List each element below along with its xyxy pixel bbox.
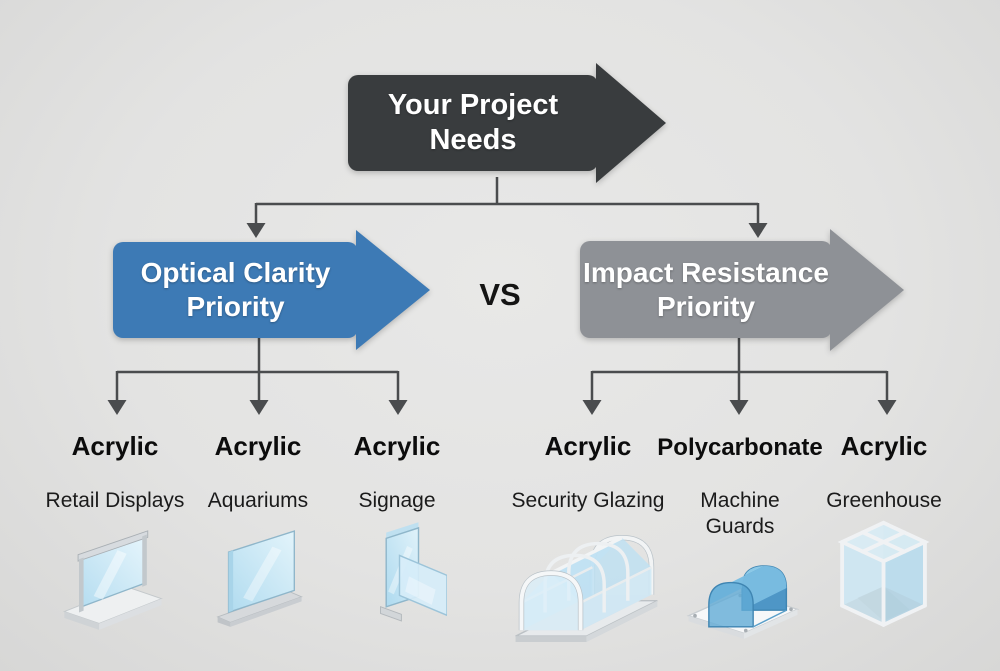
aquarium-icon bbox=[216, 530, 303, 627]
material-label: Acrylic bbox=[214, 431, 302, 461]
material-label: Polycarbonate bbox=[657, 434, 823, 461]
application-label: Greenhouse bbox=[826, 489, 942, 512]
greenhouse-icon bbox=[837, 520, 930, 627]
material-label: Acrylic bbox=[353, 431, 441, 461]
impact-resistance-label: Impact Resistance Priority bbox=[583, 256, 829, 322]
application-label: Security Glazing bbox=[511, 489, 665, 512]
application-label: Aquariums bbox=[207, 489, 309, 512]
connector-arrowheads bbox=[107, 223, 897, 415]
optical-clarity-branch-arrow: Optical Clarity Priority bbox=[113, 230, 430, 350]
impact-resistance-body: Impact Resistance Priority bbox=[580, 241, 832, 338]
application-label: Signage bbox=[358, 489, 436, 512]
root-node-arrow: Your Project Needs bbox=[348, 63, 666, 183]
application-label: Machine Guards bbox=[700, 489, 780, 538]
optical-clarity-body: Optical Clarity Priority bbox=[113, 242, 358, 338]
retail-display-icon bbox=[63, 530, 163, 630]
connector-path bbox=[115, 177, 889, 400]
root-node-body: Your Project Needs bbox=[348, 75, 598, 171]
vs-label: VS bbox=[479, 277, 521, 312]
material-label: Acrylic bbox=[71, 431, 159, 461]
material-label: Acrylic bbox=[544, 431, 632, 461]
material-label: Acrylic bbox=[840, 431, 928, 461]
security-glazing-icon bbox=[515, 534, 658, 643]
signage-icon bbox=[380, 522, 447, 622]
root-node-label: Your Project Needs bbox=[387, 89, 559, 156]
optical-clarity-label: Optical Clarity Priority bbox=[140, 257, 331, 322]
application-label: Retail Displays bbox=[45, 489, 185, 512]
machine-guard-icon bbox=[686, 565, 800, 639]
impact-resistance-branch-arrow: Impact Resistance Priority bbox=[580, 229, 904, 351]
